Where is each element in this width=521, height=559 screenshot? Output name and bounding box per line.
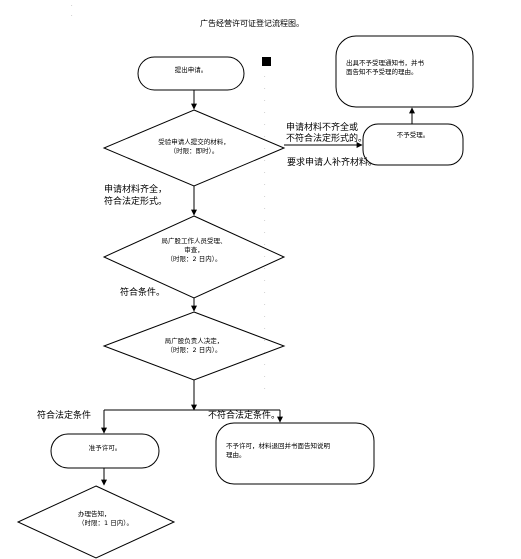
paragraph-mark: · xyxy=(264,350,266,356)
submit-terminal xyxy=(137,56,245,91)
not-accept-label: 不予受理。 xyxy=(396,131,430,139)
paragraph-mark: · xyxy=(264,386,266,392)
paragraph-mark: · xyxy=(264,338,266,344)
submit-label: 提出申请。 xyxy=(174,66,208,74)
review1-label-line2: 审查， xyxy=(184,246,204,254)
paragraph-mark: · xyxy=(264,86,266,92)
incomplete-label-line2: 不符合法定形式的。 xyxy=(286,134,368,144)
deny-label-line2: 理由。 xyxy=(226,451,246,459)
paragraph-mark: · xyxy=(264,170,266,176)
paragraph-mark: · xyxy=(264,206,266,212)
paragraph-mark: · xyxy=(264,302,266,308)
complete-label-line2: 符合法定形式。 xyxy=(104,197,168,207)
paragraph-mark: · xyxy=(264,374,266,380)
paragraph-mark: · xyxy=(264,278,266,284)
check-label-line1: 受验申请人提交的材料， xyxy=(158,138,230,146)
paragraph-mark: · xyxy=(264,182,266,188)
paragraph-mark: · xyxy=(71,13,73,19)
paragraph-mark: · xyxy=(264,362,266,368)
paragraph-mark: · xyxy=(264,242,266,248)
review2-label-line2: （时限：2 日内）。 xyxy=(166,346,222,354)
not-accept-box xyxy=(362,123,464,166)
paragraph-mark: · xyxy=(264,110,266,116)
paragraph-mark: · xyxy=(264,254,266,260)
paragraph-mark: · xyxy=(264,266,266,272)
paragraph-mark: · xyxy=(264,146,266,152)
paragraph-mark: · xyxy=(264,74,266,80)
meets-conditions-label: 符合条件。 xyxy=(120,288,166,298)
paragraph-mark: · xyxy=(71,3,73,9)
certificate-label-line2: （时限：1 日内）。 xyxy=(78,519,133,527)
notify-label-line1: 出具不予受理通知书，并书 xyxy=(346,59,424,67)
certificate-diamond xyxy=(16,485,176,559)
legal-ok-label: 符合法定条件 xyxy=(37,411,92,421)
paragraph-mark: · xyxy=(264,230,266,236)
review1-label-line3: （时限：2 日内）。 xyxy=(166,255,222,263)
paragraph-mark: · xyxy=(264,134,266,140)
review1-label-line1: 局广股工作人员受理、 xyxy=(161,237,227,245)
incomplete-label-line1: 申请材料不齐全或 xyxy=(286,123,359,133)
notify-box xyxy=(335,35,474,108)
certificate-label-line1: 办理告知， xyxy=(78,510,111,518)
legal-no-label: 不符合法定条件。 xyxy=(208,411,281,421)
supplement-label: 要求申请人补齐材料。 xyxy=(287,158,378,168)
paragraph-mark: · xyxy=(264,158,266,164)
paragraph-mark: · xyxy=(264,218,266,224)
page-title: 广告经营许可证登记流程图。 xyxy=(200,19,304,28)
review2-label-line1: 局广股负责人决定， xyxy=(164,337,224,345)
paragraph-mark: · xyxy=(264,194,266,200)
black-marker xyxy=(262,57,271,66)
complete-label-line1: 申请材料齐全， xyxy=(104,185,168,195)
grant-label: 准予许可。 xyxy=(88,444,122,452)
check-label-line2: （时限：即时）。 xyxy=(169,147,219,155)
deny-box xyxy=(215,422,375,485)
notify-label-line2: 面告知不予受理的理由。 xyxy=(346,68,418,76)
deny-label-line1: 不予许可，材料退回并书面告知说明 xyxy=(226,442,330,450)
paragraph-mark: · xyxy=(264,290,266,296)
paragraph-mark: · xyxy=(264,122,266,128)
paragraph-mark: · xyxy=(264,326,266,332)
paragraph-mark: · xyxy=(264,314,266,320)
paragraph-mark: · xyxy=(264,98,266,104)
grant-terminal xyxy=(50,433,160,469)
